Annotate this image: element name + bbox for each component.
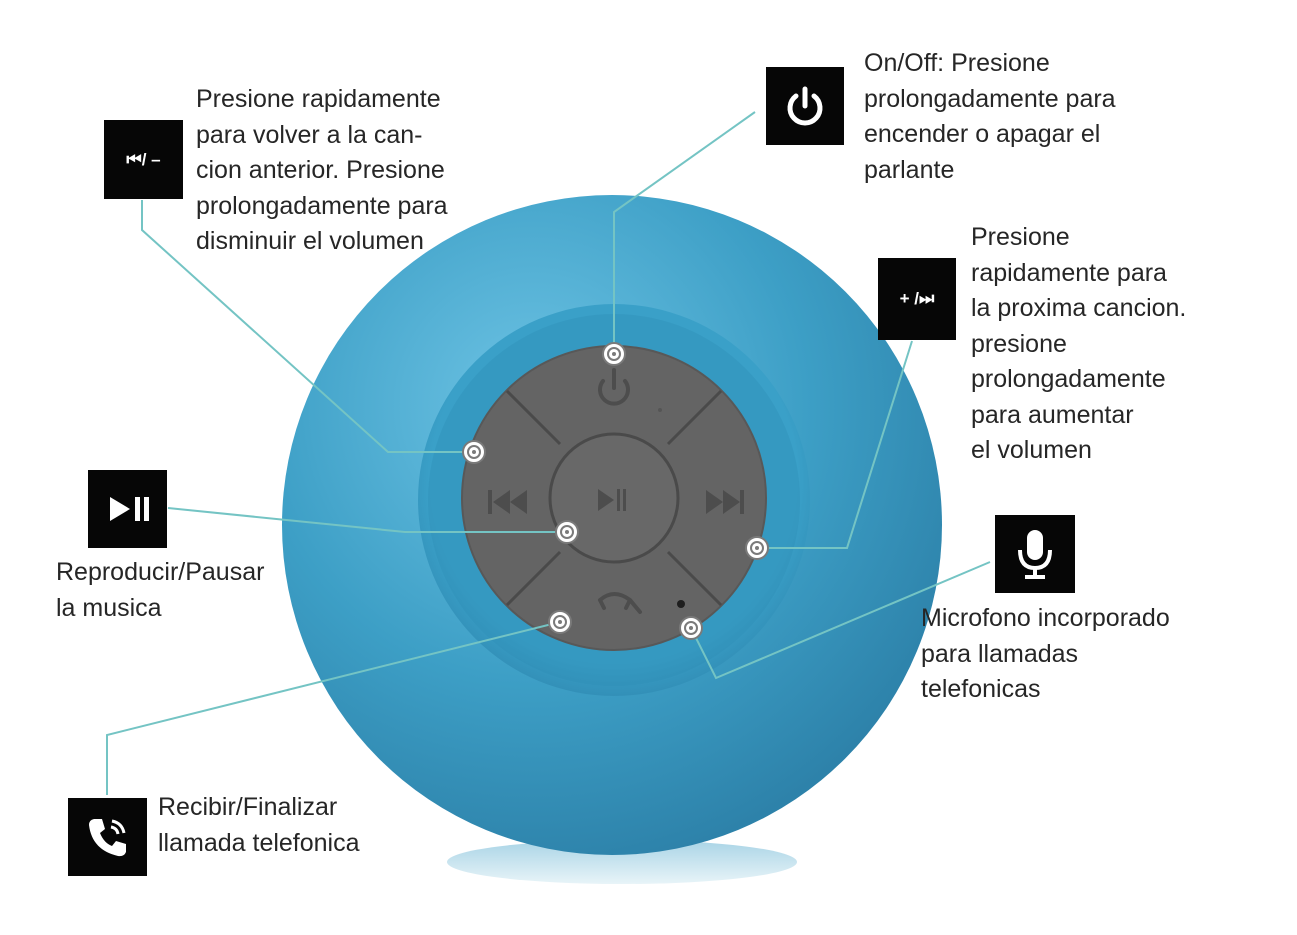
callout-line: la musica (56, 593, 162, 622)
callout-play-text: Reproducir/Pausar la musica (56, 555, 264, 626)
callout-line: Presione (971, 223, 1070, 251)
leader-line-call (106, 621, 561, 795)
marker-mic[interactable] (679, 616, 703, 640)
marker-call[interactable] (548, 610, 572, 634)
callout-call-text: Recibir/Finalizar llamada telefonica (158, 790, 360, 861)
leader-line-prev (141, 200, 474, 453)
badge-next-text: + /⏭ (899, 289, 935, 308)
power-icon (766, 67, 844, 145)
callout-line: para llamadas (921, 639, 1079, 668)
pad-divider (505, 550, 562, 607)
leader-lines (106, 111, 991, 795)
callout-line: disminuir el volumen (196, 227, 424, 255)
callout-line: Presione rapidamente (196, 85, 441, 113)
callout-line: encender o apagar el (864, 120, 1101, 148)
callout-line: prolongadamente para (864, 84, 1116, 113)
callout-line: rapidamente para (971, 258, 1167, 287)
callout-line: prolongadamente para (196, 191, 448, 220)
leader-line-mic (690, 561, 991, 680)
phone-icon (68, 798, 147, 876)
marker-prev[interactable] (462, 440, 486, 464)
pad-power-icon (598, 368, 630, 406)
callout-line: cion anterior. Presione (196, 156, 445, 184)
button-markers (462, 342, 769, 640)
callout-line: telefonicas (921, 675, 1041, 703)
center-button[interactable] (548, 432, 680, 564)
previous-track-minus-icon: ⏮/ – (104, 120, 183, 199)
leader-line-next (757, 340, 913, 549)
callout-line: para volver a la can- (196, 120, 423, 149)
callout-line: Reproducir/Pausar (56, 558, 265, 586)
callout-line: el volumen (971, 436, 1092, 464)
pad-play-pause-icon (598, 489, 626, 511)
plus-next-track-icon: + /⏭ (878, 258, 956, 340)
pad-phone-icon (598, 592, 642, 614)
pad-divider (666, 389, 723, 446)
callout-line: On/Off: Presione (864, 49, 1050, 77)
callout-line: parlante (864, 155, 955, 184)
mic-hole (677, 600, 685, 608)
pad-power-dot (658, 408, 662, 412)
marker-power[interactable] (602, 342, 626, 366)
marker-next[interactable] (745, 536, 769, 560)
callout-line: prolongadamente (971, 365, 1166, 393)
callout-power-text: On/Off: Presione prolongadamente para ence… (864, 46, 1116, 188)
speaker-base (447, 840, 797, 884)
microphone-icon (995, 515, 1075, 593)
callout-line: Microfono incorporado (921, 604, 1170, 632)
play-pause-icon (88, 470, 167, 548)
callout-mic-text: Microfono incorporado para llamadas telefo… (921, 601, 1170, 708)
callout-line: presione (971, 329, 1067, 358)
badge-prev-text: ⏮/ – (126, 149, 161, 169)
callout-line: la proxima cancion. (971, 294, 1187, 322)
callout-line: para aumentar (971, 400, 1134, 429)
leader-line-power (613, 111, 756, 354)
pad-previous-icon (488, 490, 527, 514)
control-pad (461, 345, 767, 651)
callout-line: llamada telefonica (158, 828, 360, 857)
pad-divider (666, 550, 723, 607)
callout-next-text: Presione rapidamente para la proxima canci… (971, 220, 1186, 469)
callout-prev-text: Presione rapidamente para volver a la can… (196, 82, 448, 260)
marker-play[interactable] (555, 520, 579, 544)
callout-line: Recibir/Finalizar (158, 793, 338, 821)
pad-next-icon (706, 490, 744, 514)
pad-divider (505, 389, 562, 446)
leader-line-play (167, 507, 567, 533)
